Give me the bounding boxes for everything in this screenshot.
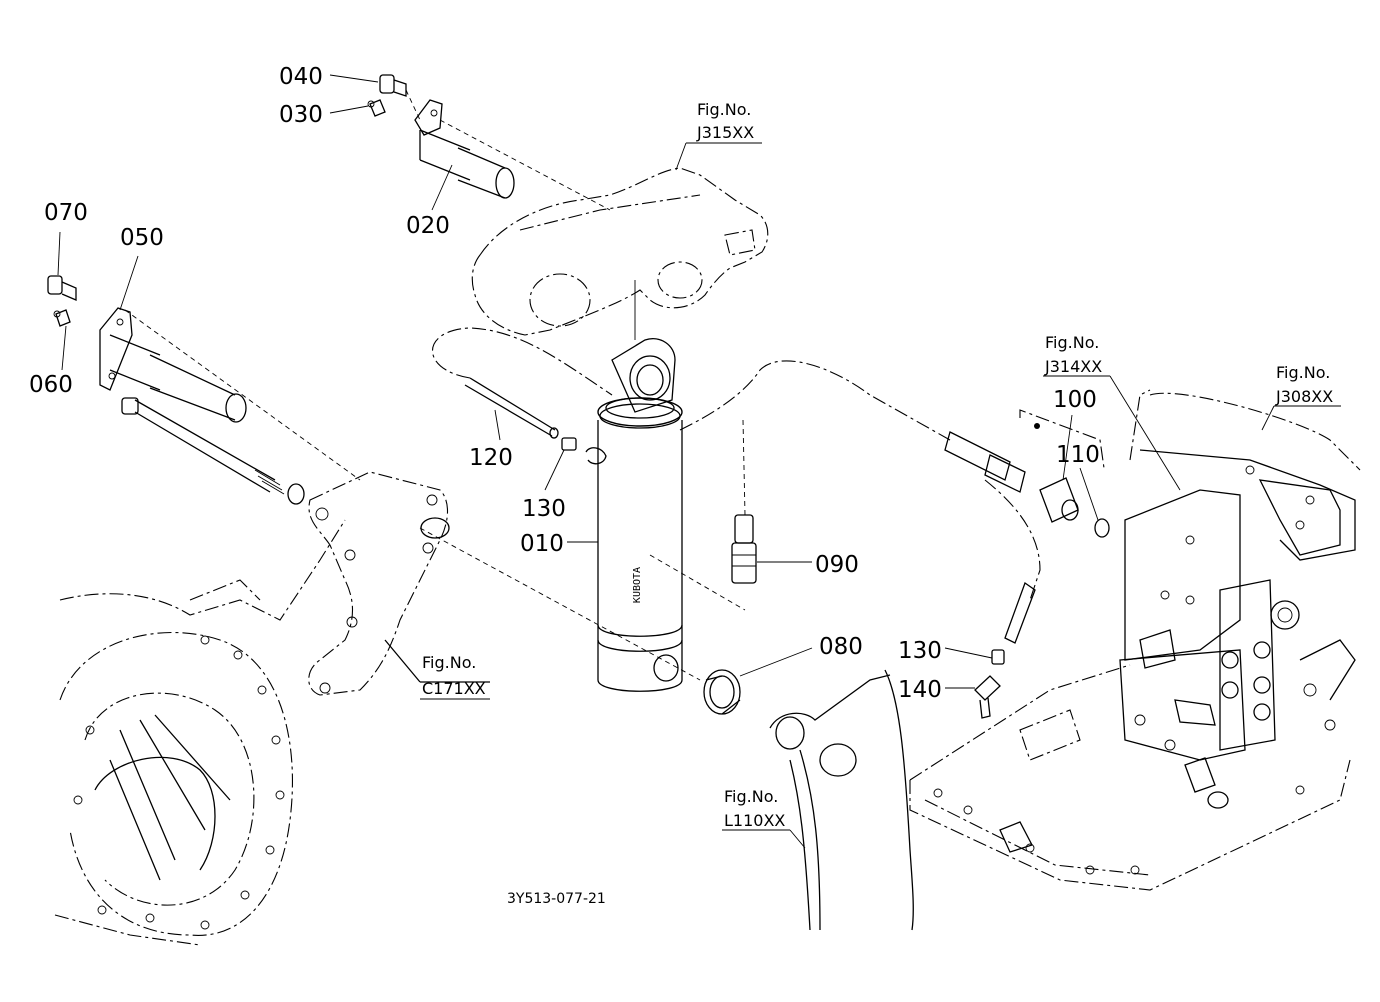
svg-text:KUBOTA: KUBOTA bbox=[632, 567, 643, 603]
base-plate-phantom bbox=[909, 664, 1351, 891]
part-140[interactable]: 140 bbox=[898, 677, 942, 703]
part-100[interactable]: 100 bbox=[1053, 387, 1097, 413]
part-020[interactable]: 020 bbox=[406, 213, 450, 239]
fig-ref-c171xx[interactable]: Fig.No. C171XX bbox=[422, 653, 486, 698]
fig-ref-j314xx[interactable]: Fig.No. J314XX bbox=[1044, 333, 1102, 376]
hose-lower bbox=[991, 581, 1036, 665]
part-080[interactable]: 080 bbox=[819, 634, 863, 660]
bolt-040 bbox=[379, 74, 421, 121]
long-bolt bbox=[121, 397, 305, 505]
drawing-code: 3Y513-077-21 bbox=[507, 891, 606, 907]
svg-text:J314XX: J314XX bbox=[1044, 357, 1102, 376]
svg-text:J308XX: J308XX bbox=[1275, 387, 1333, 406]
part-060[interactable]: 060 bbox=[29, 372, 73, 398]
part-010[interactable]: 010 bbox=[520, 531, 564, 557]
adapter-100 bbox=[1019, 409, 1105, 523]
grease-nipple-030 bbox=[367, 99, 386, 117]
svg-text:Fig.No.: Fig.No. bbox=[724, 787, 778, 806]
fig-ref-j315xx[interactable]: Fig.No. J315XX bbox=[696, 100, 754, 142]
lower-link bbox=[419, 527, 914, 931]
part-130-lower[interactable]: 130 bbox=[898, 638, 942, 664]
pin-020 bbox=[414, 99, 611, 211]
part-030[interactable]: 030 bbox=[279, 102, 323, 128]
fitting-130-upper bbox=[561, 437, 607, 465]
fig-ref-l110xx[interactable]: Fig.No. L110XX bbox=[724, 787, 785, 830]
figure-references: Fig.No. J315XX Fig.No. J314XX Fig.No. J3… bbox=[422, 100, 1333, 830]
part-120[interactable]: 120 bbox=[469, 445, 513, 471]
part-070[interactable]: 070 bbox=[44, 200, 88, 226]
svg-text:C171XX: C171XX bbox=[422, 679, 486, 698]
fitting-140 bbox=[974, 675, 1001, 719]
fig-ref-j308xx[interactable]: Fig.No. J308XX bbox=[1275, 363, 1333, 406]
control-valve-phantom bbox=[1119, 389, 1361, 761]
hose-120 bbox=[431, 327, 613, 439]
sensor-090 bbox=[731, 419, 757, 584]
o-ring-110 bbox=[1094, 518, 1110, 538]
hydraulic-hose bbox=[679, 360, 1041, 601]
rod-end bbox=[611, 280, 676, 413]
part-130-upper[interactable]: 130 bbox=[522, 496, 566, 522]
part-number-labels: 040 030 020 070 050 060 120 130 010 090 … bbox=[29, 64, 1100, 703]
bolt-070 bbox=[47, 275, 77, 301]
part-040[interactable]: 040 bbox=[279, 64, 323, 90]
pin-050 bbox=[99, 307, 361, 481]
svg-text:Fig.No.: Fig.No. bbox=[1276, 363, 1330, 382]
bracket-phantom bbox=[308, 471, 490, 696]
collar-080 bbox=[703, 669, 741, 715]
svg-text:Fig.No.: Fig.No. bbox=[422, 653, 476, 672]
svg-text:Fig.No.: Fig.No. bbox=[1045, 333, 1099, 352]
part-110[interactable]: 110 bbox=[1056, 442, 1100, 468]
svg-text:J315XX: J315XX bbox=[696, 123, 754, 142]
part-090[interactable]: 090 bbox=[815, 552, 859, 578]
leader-lines bbox=[57, 74, 1341, 849]
svg-text:L110XX: L110XX bbox=[724, 811, 785, 830]
lift-cylinder-010: KUBOTA bbox=[597, 397, 746, 692]
transmission-housing-phantom bbox=[54, 519, 346, 946]
grease-nipple-060 bbox=[53, 309, 71, 327]
part-050[interactable]: 050 bbox=[120, 225, 164, 251]
svg-text:Fig.No.: Fig.No. bbox=[697, 100, 751, 119]
lift-arm-phantom bbox=[471, 167, 769, 336]
